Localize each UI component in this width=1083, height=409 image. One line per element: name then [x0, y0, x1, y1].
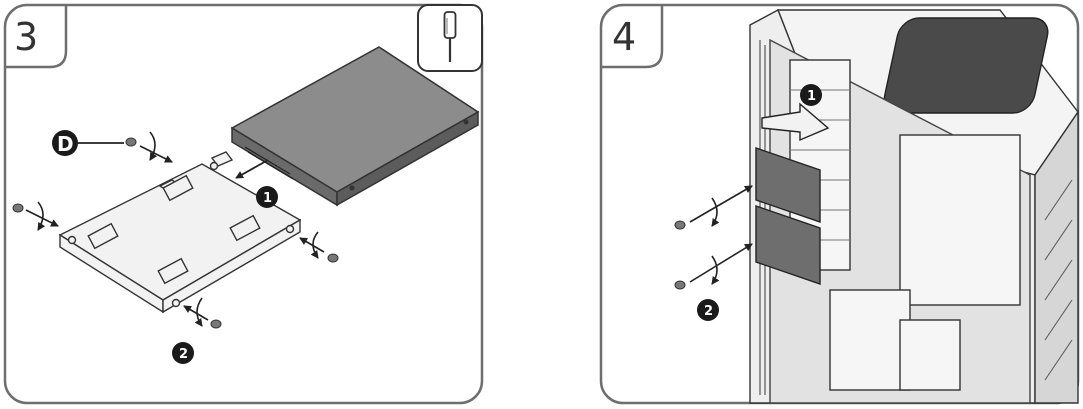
step-number-badge: 3 [5, 5, 68, 69]
step-number-badge: 4 [601, 5, 664, 69]
screw-direction-arrows [689, 185, 753, 283]
panel-step-3: 3 [3, 3, 484, 405]
svg-text:D: D [57, 132, 74, 156]
step-number: 4 [612, 15, 636, 59]
svg-text:1: 1 [263, 191, 272, 206]
screw-icon [12, 137, 339, 329]
pc-case [749, 9, 1079, 404]
rotate-arrow-icon [37, 131, 319, 327]
mounting-bracket [58, 151, 302, 314]
screw-icon [674, 220, 686, 290]
ssd-drive [755, 147, 821, 285]
insert-arrow [235, 159, 269, 179]
screwdriver-icon [417, 4, 483, 72]
insert-arrow [761, 102, 830, 142]
part-label-d: D [52, 130, 124, 156]
svg-text:2: 2 [704, 304, 713, 319]
svg-text:2: 2 [179, 347, 188, 362]
callout-1: 1 [256, 186, 278, 208]
callout-1: 1 [800, 84, 822, 106]
rotate-arrow-icon [711, 197, 720, 285]
callout-2: 2 [172, 342, 194, 364]
screw-direction-arrows [25, 145, 325, 321]
ssd-drive [230, 46, 480, 207]
panel-step-4: 4 [599, 3, 1080, 405]
step-number: 3 [14, 15, 38, 59]
callout-2: 2 [697, 299, 719, 321]
svg-text:1: 1 [807, 89, 816, 104]
